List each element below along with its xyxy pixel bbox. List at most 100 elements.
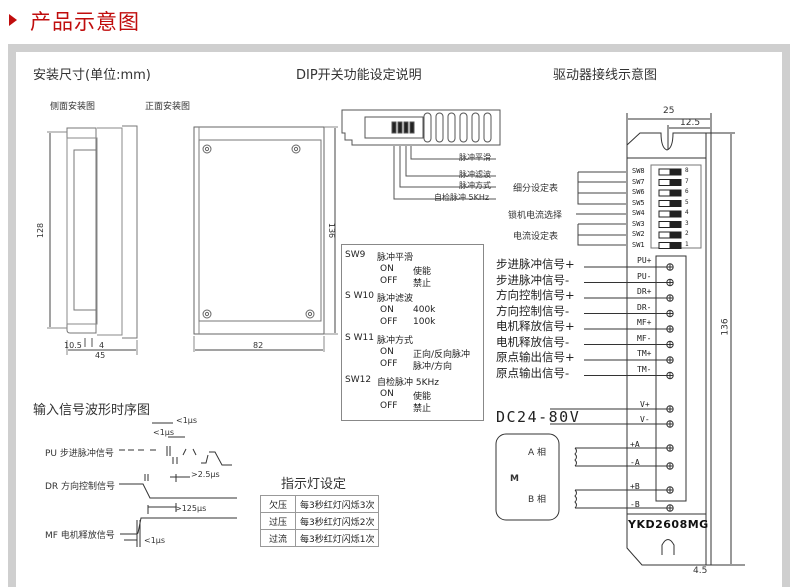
terminal-label: DR+	[637, 287, 652, 296]
screw-terminal-icon	[666, 371, 674, 380]
screw-terminal-icon	[666, 294, 674, 302]
dip-row-on-label: ON	[380, 389, 394, 399]
dip-row-on-value: 400k	[413, 305, 436, 315]
dip-row-off-value: 脉冲/方向	[413, 362, 453, 372]
dip-row-on-label: ON	[380, 305, 394, 315]
screw-terminal-icon	[666, 325, 674, 333]
screw-terminal-icon	[666, 278, 674, 287]
switch-label: SW3	[632, 219, 645, 228]
dip-row-on-value: 使能	[413, 267, 432, 277]
signal-label: 方向控制信号+	[496, 288, 575, 302]
switch-label: SW7	[632, 177, 645, 186]
timing-note-1: <1μs	[176, 416, 198, 425]
timing-note-2: <1μs	[153, 428, 175, 437]
dip-callout-1: 脉冲平滑	[459, 153, 491, 162]
dim-wiring-width: 25	[663, 106, 675, 116]
terminal-v-minus: V-	[640, 415, 650, 424]
dip-row-off-label: OFF	[380, 276, 398, 286]
dip-row-name: 自检脉冲 5KHz	[377, 378, 439, 388]
terminal-label: TM+	[637, 349, 652, 358]
dip-row-on-value: 正向/反向脉冲	[413, 350, 471, 360]
model-label: YKD2608MG	[628, 518, 709, 531]
terminal-label: DR-	[637, 302, 652, 312]
switch-number: 4	[685, 209, 689, 216]
motor-label: M	[510, 474, 519, 484]
terminal-a-plus: +A	[630, 440, 640, 449]
dip-callout-3: 脉冲方式	[459, 181, 491, 190]
switch-label: SW2	[632, 230, 645, 238]
led-fault: 欠压	[259, 495, 297, 513]
screw-terminal-icon	[666, 486, 674, 494]
led-desc: 每3秒红灯闪烁2次	[295, 512, 380, 530]
led-desc: 每3秒红灯闪烁3次	[295, 495, 380, 513]
dim-side-w2: 4	[99, 341, 105, 350]
side-view-drawing	[47, 125, 138, 355]
timing-title: 输入信号波形时序图	[33, 403, 151, 418]
switch-number: 1	[685, 240, 689, 248]
dip-row-name: 脉冲平滑	[377, 253, 414, 263]
dim-wiring-half-width: 12.5	[680, 118, 701, 128]
terminal-label: PU-	[637, 271, 652, 281]
switch-number: 3	[685, 219, 689, 227]
dip-row-sw: SW12	[345, 375, 372, 385]
switch-number: 6	[685, 188, 689, 195]
switch-number: 2	[685, 230, 689, 237]
signal-label: 步进脉冲信号-	[496, 272, 570, 287]
timing-note-3: >2.5μs	[191, 470, 220, 479]
switch-label: SW4	[632, 209, 645, 217]
terminal-a-minus: -A	[630, 458, 640, 467]
dip-row-sw: S W11	[345, 333, 374, 343]
wiring-title: 驱动器接线示意图	[553, 68, 658, 83]
led-desc: 每3秒红灯闪烁1次	[295, 529, 380, 547]
terminal-label: MF+	[637, 318, 652, 327]
timing-note-4: >125μs	[175, 504, 207, 513]
timing-note-5: <1μs	[144, 536, 166, 545]
signal-mf: MF 电机释放信号	[45, 531, 115, 541]
terminal-label: PU+	[637, 256, 652, 265]
dip-row-off-label: OFF	[380, 359, 398, 369]
dip-callout-2: 脉冲滤波	[459, 170, 491, 179]
switch-label: SW8	[632, 167, 645, 175]
led-row: 过流每3秒红灯闪烁1次	[259, 529, 380, 547]
header-triangle-icon	[9, 14, 17, 26]
dip-row-sw: SW9	[345, 250, 366, 260]
dip-row-on-value: 使能	[413, 392, 432, 402]
led-row: 过压每3秒红灯闪烁2次	[259, 512, 380, 530]
timing-waveforms	[119, 422, 237, 547]
switch-label: SW1	[632, 240, 645, 249]
screw-terminal-icon	[666, 420, 674, 428]
front-view-label: 正面安装图	[145, 102, 191, 112]
mounting-title: 安装尺寸(单位:mm)	[33, 68, 151, 83]
group-lock-current: 锁机电流选择	[508, 211, 563, 221]
signal-dr: DR 方向控制信号	[45, 482, 116, 492]
screw-terminal-icon	[666, 309, 674, 318]
power-label: DC24-80V	[496, 408, 581, 426]
screw-terminal-icon	[666, 405, 674, 413]
dip-row-on-label: ON	[380, 264, 394, 274]
driver-outline	[626, 113, 745, 566]
dim-side-height: 128	[36, 222, 46, 239]
dip-row-name: 脉冲方式	[377, 336, 414, 346]
dip-row-off-value: 禁止	[413, 404, 432, 414]
dim-wiring-bottom: 4.5	[693, 566, 708, 576]
screw-terminal-icon	[666, 356, 674, 364]
screw-terminal-icon	[666, 504, 674, 512]
dip-device-drawing	[341, 109, 501, 200]
dip-row-off-value: 100k	[413, 317, 436, 327]
dip-row-on-label: ON	[380, 347, 394, 357]
dip-row-off-label: OFF	[380, 401, 398, 411]
terminal-label: TM-	[637, 364, 652, 374]
switch-label: SW5	[632, 198, 645, 207]
group-microstep: 细分设定表	[513, 184, 559, 194]
dip-row-off-label: OFF	[380, 317, 398, 327]
dim-front-height: 136	[327, 222, 337, 239]
signal-label: 电机释放信号+	[496, 319, 575, 333]
signal-label: 电机释放信号-	[496, 334, 570, 349]
terminal-b-minus: -B	[630, 500, 640, 509]
led-table: 欠压每3秒红灯闪烁3次过压每3秒红灯闪烁2次过流每3秒红灯闪烁1次	[259, 495, 380, 547]
screw-terminal-icon	[666, 263, 674, 271]
led-row: 欠压每3秒红灯闪烁3次	[259, 495, 380, 513]
dim-side-w1: 10.5	[64, 341, 82, 350]
dim-side-total: 45	[95, 351, 106, 360]
